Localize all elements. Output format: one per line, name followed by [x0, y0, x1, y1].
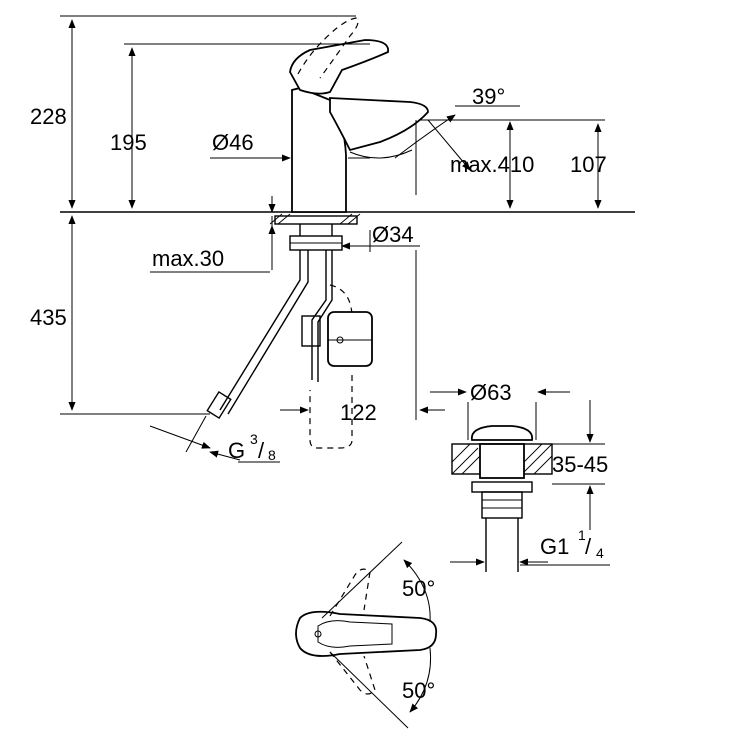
waste-assembly [451, 425, 553, 572]
filter-cartridge [327, 311, 373, 367]
hose-right [311, 250, 327, 380]
label-50-top: 50° [402, 576, 435, 601]
waste-nut [471, 481, 533, 493]
hose-fitting-left [206, 390, 232, 420]
waste-cap [470, 425, 534, 441]
label-3545: 35-45 [552, 452, 608, 477]
label-30: max.30 [152, 246, 224, 271]
lever-raised-outline [297, 17, 359, 79]
faucet-spout [329, 97, 429, 152]
top-view-body [295, 610, 438, 657]
waste-thread [481, 491, 523, 519]
hose-right-2 [317, 250, 333, 382]
dimension-lines [60, 15, 605, 463]
label-122: 122 [340, 400, 377, 425]
label-g114-num: 1 [578, 527, 586, 543]
angle-arc-down [409, 647, 432, 713]
label-63: Ø63 [470, 380, 512, 405]
top-view-dot [314, 630, 322, 638]
cartridge-dot [336, 336, 344, 344]
label-46: Ø46 [212, 130, 254, 155]
label-435: 435 [30, 305, 67, 330]
label-410: max.410 [450, 152, 534, 177]
label-g114-den: 4 [596, 545, 604, 561]
top-view-inner [317, 620, 393, 648]
dim-39-arc [394, 114, 456, 159]
dimension-labels: 228 195 Ø46 39° max.410 107 Ø34 max.30 4… [30, 84, 608, 703]
angle-arc-up [403, 559, 431, 623]
label-228: 228 [30, 104, 67, 129]
waste-body [479, 443, 525, 479]
waste-hatching [451, 443, 553, 475]
label-39: 39° [472, 84, 505, 109]
hose-left [219, 250, 301, 411]
lever-rotated-down [329, 651, 376, 695]
label-50-bottom: 50° [402, 678, 435, 703]
label-195: 195 [110, 130, 147, 155]
waste-dimensions [430, 388, 610, 566]
angle-line-up [321, 541, 403, 619]
supply-dashed-path [309, 284, 353, 449]
label-34: Ø34 [372, 222, 414, 247]
lever-rotated-up [329, 568, 371, 617]
angle-line-down [329, 651, 409, 729]
spout-arc [349, 149, 413, 159]
label-g114-main: G1 [540, 534, 569, 559]
hose-fitting-right [301, 315, 321, 347]
label-g38-den: 8 [268, 447, 276, 463]
dim-410-line [427, 119, 471, 171]
label-107: 107 [570, 152, 607, 177]
hose-left-2 [227, 250, 309, 415]
label-g38-slash: / [258, 438, 265, 463]
label-g114-slash: / [585, 534, 592, 559]
label-g38-num: 3 [250, 431, 258, 447]
faucet-lever [289, 39, 389, 95]
faucet-side-view [60, 17, 635, 449]
faucet-top-view [295, 541, 438, 729]
label-g38-main: G [228, 438, 245, 463]
dim-g38-line [149, 425, 211, 449]
